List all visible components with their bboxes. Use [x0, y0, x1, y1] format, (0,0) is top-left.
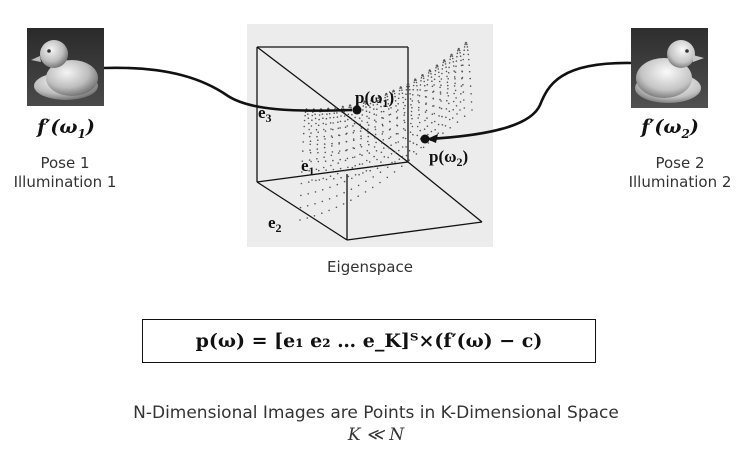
projection-curve-left	[103, 66, 353, 112]
left-caption-line2: Illumination 1	[13, 173, 117, 191]
axes-box	[256, 46, 483, 241]
point-label-2: p(ω2)	[429, 147, 468, 169]
left-image-caption: Pose 1 Illumination 1	[0, 154, 130, 192]
point-label-1: p(ω1)	[355, 88, 394, 110]
eigenspace-plot: e3 e1 e2 p(ω1) p(ω2)	[247, 24, 493, 247]
projection-curve-right	[427, 61, 632, 141]
eigenspace-caption: Eigenspace	[327, 258, 413, 276]
duck-image-left	[27, 28, 104, 106]
axis-label-e1: e1	[301, 156, 315, 178]
projection-equation: p(ω) = [e₁ e₂ … e_K]ᵀ×(f′(ω) − c)	[142, 319, 596, 363]
duck-image-right	[631, 28, 708, 108]
footer-line2: K ≪ N	[347, 425, 405, 445]
equation-text: p(ω) = [e₁ e₂ … e_K]ᵀ×(f′(ω) − c)	[195, 330, 543, 352]
footer-statement: N-Dimensional Images are Points in K-Dim…	[0, 402, 752, 446]
right-image-label: f′(ω2)	[641, 116, 699, 141]
right-image-caption: Pose 2 Illumination 2	[612, 154, 748, 192]
point-p-omega-1	[352, 105, 362, 115]
axis-label-e2: e2	[268, 213, 282, 235]
axis-label-e3: e3	[258, 103, 272, 125]
right-caption-line1: Pose 2	[655, 154, 705, 172]
left-caption-line1: Pose 1	[40, 154, 90, 172]
point-p-omega-2	[420, 134, 430, 144]
right-caption-line2: Illumination 2	[628, 173, 732, 191]
footer-line1: N-Dimensional Images are Points in K-Dim…	[133, 403, 619, 423]
left-image-label: f′(ω1)	[37, 116, 95, 141]
arrow-head-right	[427, 134, 438, 143]
